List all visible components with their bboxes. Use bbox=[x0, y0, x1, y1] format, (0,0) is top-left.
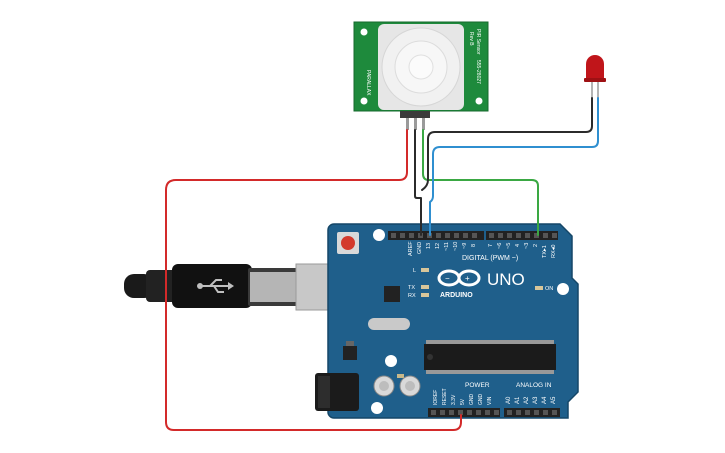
usb-chip bbox=[384, 286, 400, 302]
pir-pins[interactable] bbox=[400, 111, 430, 130]
arduino-uno-board[interactable]: AREF GND 13 12 ~11 ~10 ~9 8 7 ~6 ~5 4 ~3… bbox=[315, 223, 579, 419]
pin-label-3v3: 3.3V bbox=[451, 394, 457, 405]
arduino-brand: ARDUINO bbox=[440, 292, 473, 299]
analog-header-label: ANALOG IN bbox=[516, 382, 552, 389]
pin-label-5v: 5V bbox=[460, 398, 466, 405]
led-label-rx: RX bbox=[408, 293, 416, 299]
pin-label-12: 12 bbox=[435, 243, 441, 249]
led-l-indicator bbox=[421, 268, 429, 272]
pin-label-9: ~9 bbox=[462, 243, 468, 249]
pir-part-number: 555-28027 bbox=[475, 60, 481, 84]
microcontroller-chip bbox=[424, 340, 556, 374]
digital-pin-header[interactable] bbox=[388, 231, 558, 240]
pir-label-rev: Rev B bbox=[468, 32, 474, 46]
pir-label-title: PIR Sensor bbox=[475, 29, 481, 55]
digital-header-label: DIGITAL (PWM ~) bbox=[462, 255, 518, 262]
svg-text:−: − bbox=[445, 274, 450, 283]
pin-label-reset: RESET bbox=[442, 388, 448, 405]
small-capacitor bbox=[397, 374, 404, 378]
usb-cable-icon[interactable] bbox=[124, 263, 349, 311]
pin-label-1: TX▸1 bbox=[542, 245, 548, 258]
pin-label-a2: A2 bbox=[524, 396, 530, 404]
pin-label-4: 4 bbox=[515, 244, 521, 247]
pin-label-a0: A0 bbox=[506, 396, 512, 404]
on-label: ON bbox=[545, 286, 553, 292]
pin-label-3: ~3 bbox=[524, 243, 530, 249]
pin-label-gnd: GND bbox=[417, 242, 423, 254]
wire-black-led-ground[interactable] bbox=[421, 97, 593, 191]
capacitor-left bbox=[373, 375, 395, 397]
crystal bbox=[368, 318, 410, 330]
wire-blue-led[interactable] bbox=[429, 97, 599, 236]
pin-label-10: ~10 bbox=[453, 242, 459, 251]
pin-label-5: ~5 bbox=[506, 243, 512, 249]
led-on-indicator bbox=[535, 286, 543, 290]
pin-label-7: 7 bbox=[488, 244, 494, 247]
pin-label-11: ~11 bbox=[444, 242, 450, 251]
pin-label-a5: A5 bbox=[551, 396, 557, 404]
pin-label-aref: AREF bbox=[408, 241, 414, 256]
pin-label-vin: VIN bbox=[487, 396, 493, 405]
wire-black-ground[interactable] bbox=[414, 129, 422, 236]
pin-label-2: 2 bbox=[533, 244, 539, 247]
voltage-regulator bbox=[343, 341, 357, 360]
pin-label-a1: A1 bbox=[515, 396, 521, 404]
red-led-icon[interactable] bbox=[584, 55, 606, 98]
pin-label-a4: A4 bbox=[542, 396, 548, 404]
wire-green-signal[interactable] bbox=[422, 129, 539, 236]
pir-brand: PARALLAX bbox=[365, 70, 371, 96]
led-rx-indicator bbox=[421, 293, 429, 297]
reset-button-icon[interactable] bbox=[337, 232, 359, 254]
power-pin-header[interactable] bbox=[428, 408, 500, 417]
led-tx-indicator bbox=[421, 285, 429, 289]
pin-label-13: 13 bbox=[426, 243, 432, 249]
svg-text:+: + bbox=[465, 274, 470, 283]
led-label-l: L bbox=[413, 268, 416, 274]
pin-label-0: RX◂0 bbox=[551, 245, 557, 258]
pin-label-a3: A3 bbox=[533, 396, 539, 404]
capacitor-right bbox=[399, 375, 421, 397]
pin-label-ioref: IOREF bbox=[433, 390, 439, 405]
pin-label-8: 8 bbox=[471, 244, 477, 247]
wire-red-power[interactable] bbox=[165, 129, 462, 431]
pin-label-gnd-2: GND bbox=[478, 394, 484, 406]
pin-label-gnd-1: GND bbox=[469, 394, 475, 406]
pin-label-6: ~6 bbox=[497, 243, 503, 249]
analog-pin-header[interactable] bbox=[504, 408, 560, 417]
model-label: UNO bbox=[487, 270, 525, 289]
pir-sensor[interactable]: PIR Sensor Rev B 555-28027 PARALLAX bbox=[353, 21, 489, 130]
infinity-logo-icon: − + bbox=[437, 269, 481, 287]
power-header-label: POWER bbox=[465, 382, 490, 389]
led-label-tx: TX bbox=[408, 285, 415, 291]
